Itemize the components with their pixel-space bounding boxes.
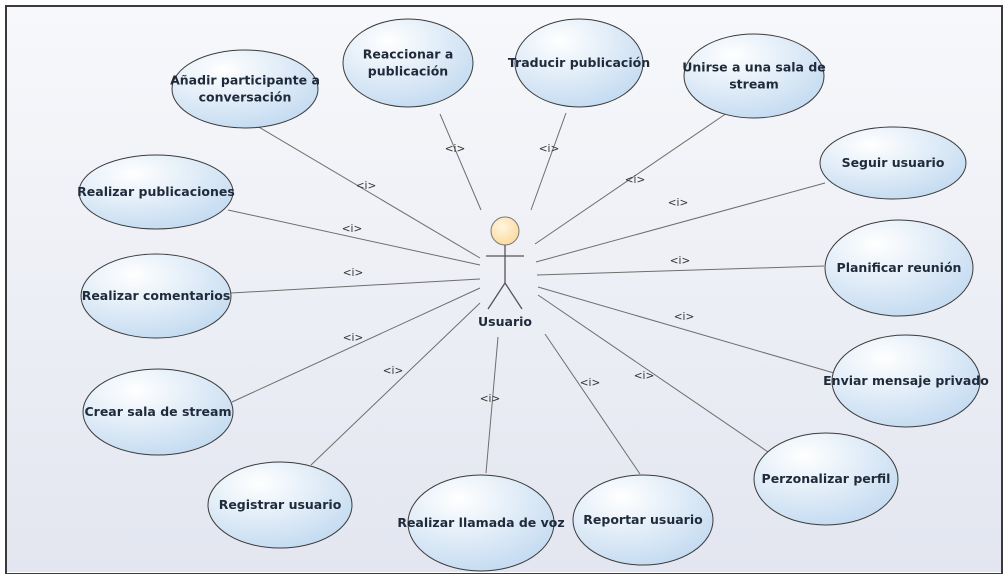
use-case-label: conversación [199,90,292,105]
use-case-ellipse [572,474,714,566]
actor-usuario[interactable]: Usuario [478,216,532,329]
use-case-ellipse [824,219,974,317]
actor-label: Usuario [478,314,532,329]
use-case-ellipse [831,334,981,428]
use-case-enviar[interactable]: Enviar mensaje privado [823,334,989,428]
association-line-seguir [535,182,826,263]
association-stereotype-label: <i> [668,197,689,209]
association-line-planificar [536,265,825,276]
use-case-traducir[interactable]: Traducir publicación [508,18,650,108]
association-stereotype-label: <i> [580,377,601,389]
use-case-perzonalizar[interactable]: Perzonalizar perfil [753,432,899,526]
use-case-ellipse [407,474,555,572]
association-stereotype-label: <i> [445,143,466,155]
actor-head [490,216,520,246]
use-case-anadir[interactable]: Añadir participante a conversación [170,49,320,129]
use-case-label: Crear sala de stream [84,404,231,419]
use-case-unirse[interactable]: Unirse a una sala de stream [682,33,826,119]
association-line-perzonalizar [537,294,772,455]
use-case-label: Enviar mensaje privado [823,373,989,388]
association-line-realizar-publicaciones [227,209,481,266]
use-case-label: Realizar publicaciones [77,184,235,199]
use-case-realizar-publicaciones[interactable]: Realizar publicaciones [77,154,235,230]
association-line-reaccionar [439,113,482,211]
association-line-registrar [310,302,481,466]
use-case-planificar[interactable]: Planificar reunión [824,219,974,317]
use-case-ellipse [753,432,899,526]
association-stereotype-label: <i> [539,143,560,155]
use-case-label: Reportar usuario [583,512,703,527]
use-case-reportar[interactable]: Reportar usuario [572,474,714,566]
use-case-ellipse [342,18,474,108]
actor-left-leg [487,282,506,310]
association-stereotype-label: <i> [383,365,404,377]
use-case-label: Reaccionar a [363,47,454,62]
use-case-ellipse [82,368,234,456]
use-case-realizar-comentarios[interactable]: Realizar comentarios [80,253,232,339]
association-line-reportar [544,333,641,475]
use-case-ellipse [819,126,967,200]
association-line-enviar [537,286,835,374]
use-case-registrar[interactable]: Registrar usuario [207,461,353,549]
use-case-ellipse [683,33,825,119]
association-stereotype-label: <i> [480,393,501,405]
use-case-label: publicación [368,64,448,79]
use-case-label: Registrar usuario [219,497,342,512]
association-line-traducir [530,112,567,211]
association-stereotype-label: <i> [342,223,363,235]
use-case-label: Unirse a una sala de [682,60,826,75]
association-stereotype-label: <i> [356,180,377,192]
association-stereotype-label: <i> [343,332,364,344]
association-stereotype-label: <i> [625,174,646,186]
use-cases: Añadir participante a conversación Reaccio… [77,18,989,572]
use-case-ellipse [514,18,644,108]
use-case-label: Añadir participante a [170,73,320,88]
use-case-ellipse [80,253,232,339]
association-line-unirse [534,112,728,245]
association-line-llamada [485,336,499,474]
use-case-ellipse [78,154,234,230]
use-case-label: Perzonalizar perfil [762,471,891,486]
use-case-label: Planificar reunión [837,260,962,275]
use-case-llamada[interactable]: Realizar llamada de voz [397,474,565,572]
use-case-label: Seguir usuario [842,155,945,170]
use-case-ellipse [207,461,353,549]
association-stereotype-label: <i> [674,311,695,323]
association-stereotype-label: <i> [343,267,364,279]
use-case-label: Realizar llamada de voz [397,515,564,530]
use-case-crear-sala[interactable]: Crear sala de stream [82,368,234,456]
use-case-label: stream [729,77,779,92]
use-case-seguir[interactable]: Seguir usuario [819,126,967,200]
actor-right-leg [504,282,523,310]
use-case-reaccionar[interactable]: Reaccionar a publicación [342,18,474,108]
association-stereotype-label: <i> [634,370,655,382]
association-line-anadir [251,122,481,259]
use-case-ellipse [171,49,319,129]
association-line-realizar-comentarios [230,278,481,294]
association-stereotype-label: <i> [670,255,691,267]
diagram-frame [5,5,1003,574]
use-case-label: Realizar comentarios [82,288,231,303]
associations: <i> <i> <i> <i> <i> <i> <i> <i> <i> <i> <i> <i> <i> <… [227,112,835,475]
association-line-crear-sala [231,287,481,403]
use-case-label: Traducir publicación [508,55,650,70]
